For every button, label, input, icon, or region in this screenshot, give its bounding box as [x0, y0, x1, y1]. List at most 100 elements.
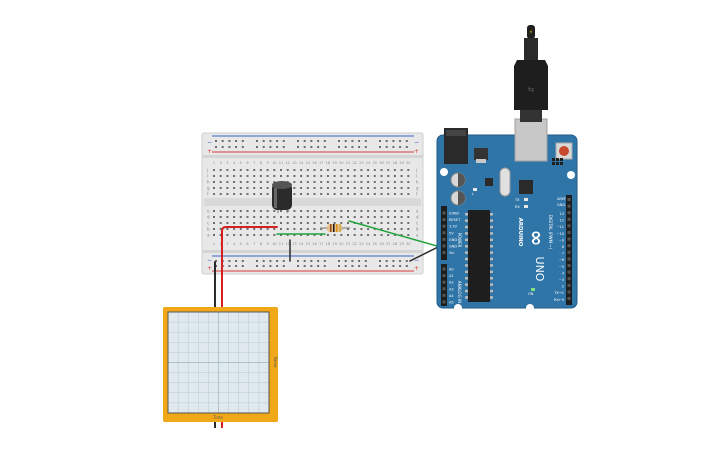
breadboard-hole[interactable] [293, 169, 296, 171]
rail-hole[interactable] [405, 140, 408, 142]
rail-hole[interactable] [310, 260, 313, 262]
rail-hole[interactable] [385, 260, 388, 262]
breadboard-hole[interactable] [213, 228, 215, 230]
breadboard-hole[interactable] [393, 210, 396, 212]
breadboard-hole[interactable] [239, 181, 242, 183]
rail-hole[interactable] [310, 146, 313, 148]
rail-hole[interactable] [379, 146, 381, 148]
breadboard-hole[interactable] [266, 181, 269, 183]
analog-pin[interactable] [442, 280, 446, 284]
breadboard-hole[interactable] [333, 222, 336, 224]
breadboard-hole[interactable] [300, 175, 303, 177]
breadboard-hole[interactable] [280, 234, 282, 236]
breadboard-hole[interactable] [380, 234, 383, 236]
breadboard-hole[interactable] [320, 222, 323, 224]
breadboard-hole[interactable] [340, 222, 343, 224]
rail-hole[interactable] [317, 260, 320, 262]
breadboard-hole[interactable] [387, 175, 390, 177]
breadboard-hole[interactable] [219, 175, 222, 177]
breadboard-hole[interactable] [387, 222, 390, 224]
breadboard-hole[interactable] [353, 193, 356, 195]
breadboard-hole[interactable] [300, 187, 303, 189]
rail-hole[interactable] [338, 260, 340, 262]
breadboard-hole[interactable] [253, 210, 256, 212]
digital-pin[interactable] [567, 277, 571, 281]
breadboard-hole[interactable] [393, 187, 396, 189]
electrolytic-capacitor-icon[interactable] [272, 181, 292, 213]
breadboard-hole[interactable] [407, 187, 410, 189]
breadboard-hole[interactable] [326, 187, 329, 189]
rail-hole[interactable] [338, 146, 340, 148]
breadboard-hole[interactable] [259, 181, 262, 183]
breadboard-hole[interactable] [313, 210, 316, 212]
breadboard-hole[interactable] [407, 228, 410, 230]
breadboard-hole[interactable] [233, 193, 236, 195]
breadboard-hole[interactable] [233, 175, 236, 177]
arduino-uno-board[interactable]: 1312~11~10~987~6~54~32TX→1RX←0IOREFRESET… [436, 118, 578, 312]
breadboard-hole[interactable] [219, 193, 222, 195]
breadboard-hole[interactable] [286, 175, 289, 177]
breadboard-hole[interactable] [266, 210, 269, 212]
breadboard-hole[interactable] [326, 175, 329, 177]
breadboard-hole[interactable] [373, 234, 376, 236]
rail-hole[interactable] [392, 140, 395, 142]
breadboard-hole[interactable] [360, 216, 363, 218]
rail-hole[interactable] [228, 260, 231, 262]
rail-hole[interactable] [351, 146, 354, 148]
breadboard-hole[interactable] [233, 187, 236, 189]
breadboard-hole[interactable] [293, 228, 296, 230]
breadboard-hole[interactable] [239, 234, 242, 236]
breadboard-hole[interactable] [367, 181, 370, 183]
rail-hole[interactable] [303, 140, 306, 142]
reset-button[interactable] [559, 146, 569, 156]
breadboard-hole[interactable] [259, 175, 262, 177]
rail-hole[interactable] [385, 140, 388, 142]
breadboard-hole[interactable] [380, 228, 383, 230]
breadboard-hole[interactable] [387, 169, 390, 171]
power-pin-header[interactable] [441, 206, 447, 260]
breadboard-hole[interactable] [326, 210, 329, 212]
rail-hole[interactable] [385, 265, 388, 267]
rail-hole[interactable] [221, 140, 224, 142]
breadboard-hole[interactable] [219, 216, 222, 218]
breadboard-hole[interactable] [253, 169, 256, 171]
breadboard-hole[interactable] [246, 228, 249, 230]
rail-hole[interactable] [405, 265, 408, 267]
digital-pin[interactable] [567, 217, 571, 221]
breadboard-hole[interactable] [407, 216, 410, 218]
rail-hole[interactable] [256, 140, 258, 142]
breadboard-hole[interactable] [306, 210, 309, 212]
breadboard-hole[interactable] [273, 234, 276, 236]
breadboard-hole[interactable] [340, 193, 343, 195]
rail-hole[interactable] [405, 146, 408, 148]
breadboard-hole[interactable] [306, 228, 309, 230]
usb-cable-icon[interactable]: ⚡ ⇆ [514, 25, 548, 122]
analog-pin-header[interactable] [441, 264, 447, 306]
breadboard-hole[interactable] [213, 175, 215, 177]
breadboard-hole[interactable] [253, 222, 256, 224]
breadboard-hole[interactable] [407, 181, 410, 183]
breadboard-hole[interactable] [226, 234, 229, 236]
rail-hole[interactable] [379, 260, 381, 262]
breadboard-hole[interactable] [333, 193, 336, 195]
rail-hole[interactable] [297, 146, 299, 148]
digital-pin-header[interactable] [566, 195, 572, 305]
breadboard-hole[interactable] [380, 210, 383, 212]
rail-hole[interactable] [262, 140, 265, 142]
breadboard-hole[interactable] [246, 187, 249, 189]
breadboard-hole[interactable] [273, 210, 276, 212]
breadboard-hole[interactable] [393, 216, 396, 218]
power-pin[interactable] [442, 211, 446, 215]
rail-hole[interactable] [269, 140, 272, 142]
breadboard-hole[interactable] [353, 234, 356, 236]
breadboard-hole[interactable] [300, 216, 303, 218]
power-pin[interactable] [442, 231, 446, 235]
breadboard-hole[interactable] [239, 193, 242, 195]
breadboard-hole[interactable] [213, 222, 215, 224]
breadboard-hole[interactable] [253, 216, 256, 218]
breadboard-hole[interactable] [306, 169, 309, 171]
rail-hole[interactable] [323, 260, 326, 262]
breadboard-hole[interactable] [333, 216, 336, 218]
breadboard-hole[interactable] [239, 210, 242, 212]
analog-pin[interactable] [442, 300, 446, 304]
